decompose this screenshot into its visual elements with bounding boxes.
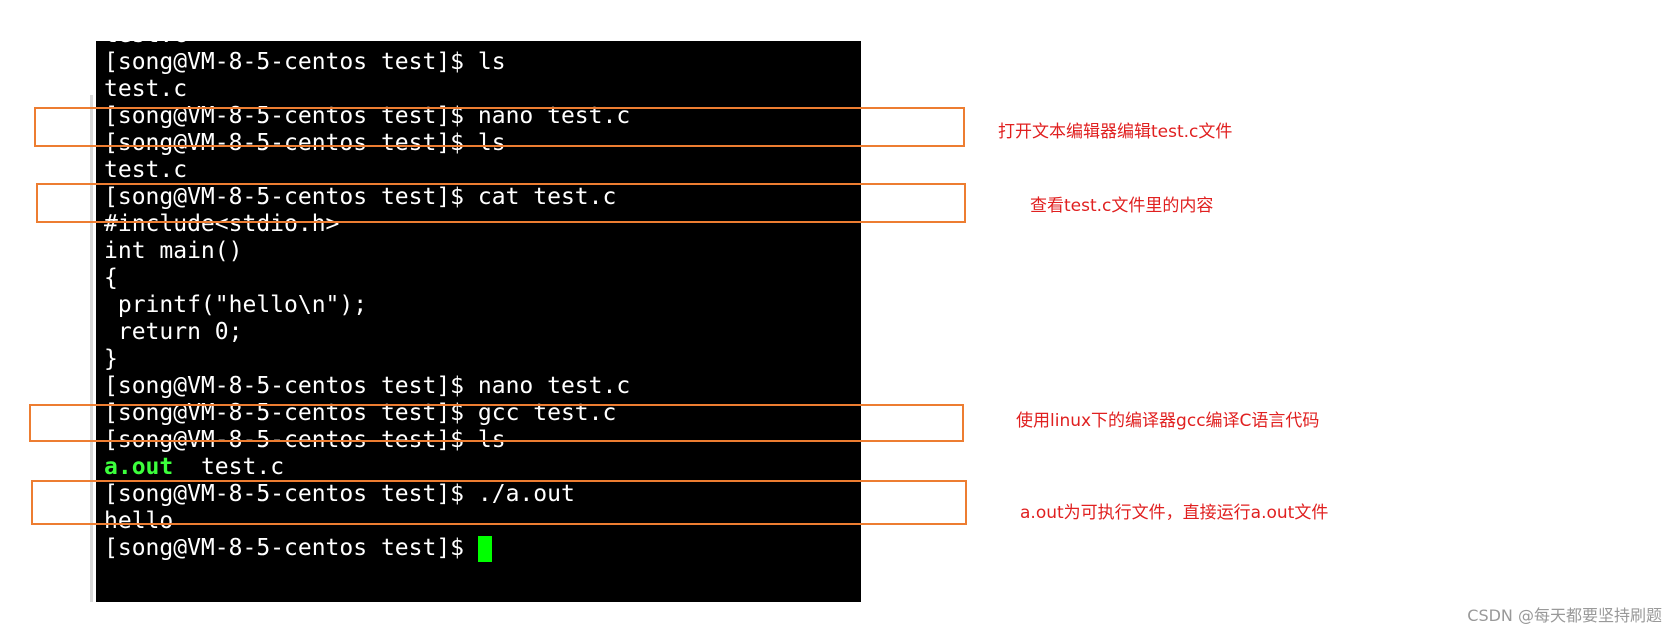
ls-output-line: a.out test.c — [104, 454, 630, 481]
executable-file: a.out — [104, 454, 174, 480]
terminal-line: test.c — [104, 157, 188, 183]
terminal-cursor — [477, 536, 492, 562]
terminal-line: return 0; — [104, 319, 243, 345]
terminal-line: [song@VM-8-5-centos test]$ ./a.out — [104, 481, 575, 507]
terminal-line: } — [104, 346, 118, 372]
terminal-line: test.c — [104, 76, 188, 102]
terminal-line: [song@VM-8-5-centos test]$ ls — [104, 49, 506, 75]
highlight-box-run — [31, 480, 967, 525]
highlight-box-nano — [34, 107, 965, 147]
terminal-line: test.c — [104, 41, 630, 49]
terminal-line: #include<stdio.h> — [104, 211, 340, 237]
terminal-window[interactable]: test.c [song@VM-8-5-centos test]$ ls tes… — [96, 41, 861, 602]
terminal-line: [song@VM-8-5-centos test]$ ls — [104, 130, 506, 156]
current-prompt-line[interactable]: [song@VM-8-5-centos test]$ — [104, 535, 630, 562]
terminal-line: printf("hello\n"); — [104, 292, 368, 318]
terminal-line: int main() — [104, 238, 243, 264]
watermark: CSDN @每天都要坚持刷题 — [1467, 606, 1662, 625]
highlight-box-gcc — [29, 404, 964, 442]
shell-prompt: [song@VM-8-5-centos test]$ — [104, 535, 478, 561]
terminal-edge — [90, 95, 93, 602]
annotation-gcc: 使用linux下的编译器gcc编译C语言代码 — [1016, 411, 1320, 431]
terminal-line: [song@VM-8-5-centos test]$ cat test.c — [104, 184, 617, 210]
annotation-cat: 查看test.c文件里的内容 — [1030, 196, 1214, 216]
annotation-nano: 打开文本编辑器编辑test.c文件 — [998, 122, 1233, 142]
terminal-output: test.c [song@VM-8-5-centos test]$ ls tes… — [104, 41, 630, 562]
annotation-run: a.out为可执行文件，直接运行a.out文件 — [1020, 503, 1329, 523]
terminal-line: { — [104, 265, 118, 291]
highlight-box-cat — [36, 183, 966, 223]
terminal-line: [song@VM-8-5-centos test]$ nano test.c — [104, 373, 631, 399]
source-file: test.c — [200, 454, 285, 480]
program-output: hello — [104, 508, 174, 534]
